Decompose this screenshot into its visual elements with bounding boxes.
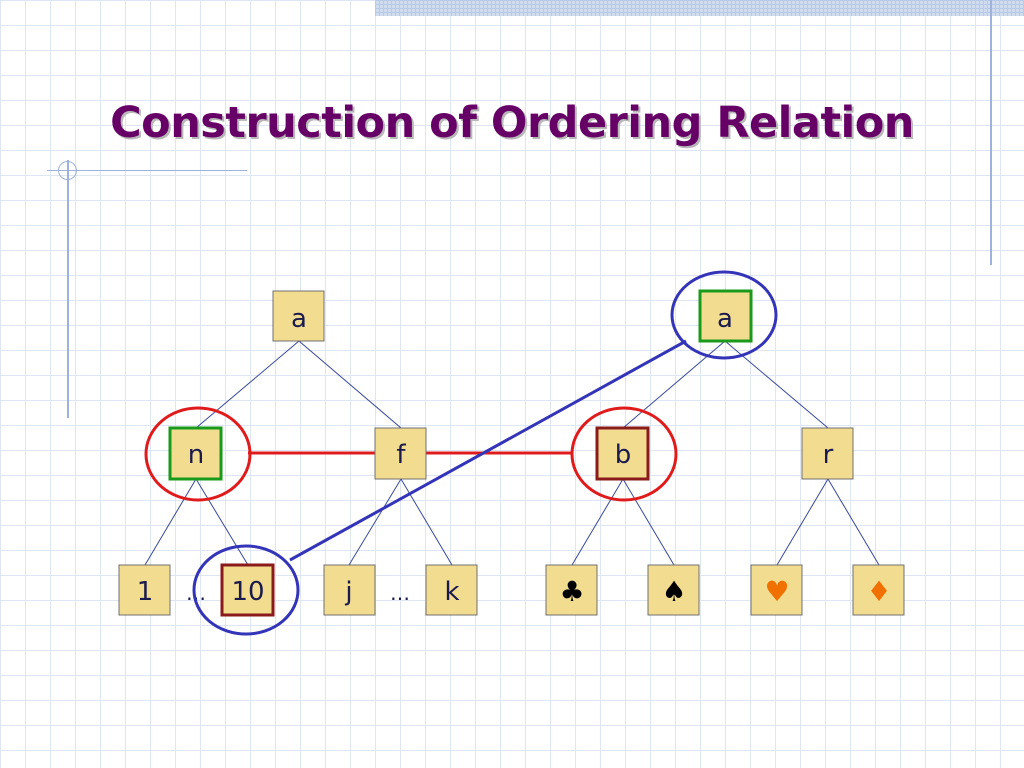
node-k-label: k bbox=[444, 577, 459, 607]
node-k bbox=[425, 564, 478, 616]
edge-n-1 bbox=[144, 478, 197, 566]
node-1-label: 1 bbox=[137, 577, 154, 607]
edge-left-root-n bbox=[195, 340, 300, 429]
highlight-node-right-root bbox=[698, 289, 753, 343]
node-spade bbox=[647, 564, 700, 616]
node-club bbox=[545, 564, 598, 616]
node-10-label: 10 bbox=[231, 577, 264, 607]
highlight-node-n bbox=[168, 426, 223, 481]
node-right-root-label: a bbox=[717, 304, 733, 334]
node-diamond bbox=[852, 564, 905, 616]
decorative-vertical-line-right bbox=[990, 0, 992, 265]
node-j bbox=[323, 564, 376, 616]
decorative-circle bbox=[58, 161, 77, 180]
circle-node-10 bbox=[192, 544, 300, 636]
decorative-vertical-line-left bbox=[67, 160, 69, 418]
club-icon: ♣ bbox=[559, 575, 584, 608]
highlight-node-10 bbox=[220, 563, 275, 617]
node-1 bbox=[118, 564, 171, 616]
edge-n-10 bbox=[195, 478, 249, 566]
ellipsis-middle: … bbox=[390, 581, 410, 605]
edge-f-k bbox=[400, 478, 453, 566]
node-n-label: n bbox=[188, 440, 204, 470]
spade-icon: ♠ bbox=[661, 575, 686, 608]
node-left-root-label: a bbox=[291, 304, 307, 334]
node-r-label: r bbox=[823, 440, 834, 470]
mapping-line-blue bbox=[289, 339, 687, 562]
node-heart bbox=[750, 564, 803, 616]
tree-nodes: a n f 1 … 10 j … k a b r ♣ bbox=[118, 290, 905, 616]
heart-icon: ♥ bbox=[764, 575, 789, 608]
edge-r-diamond bbox=[827, 478, 880, 566]
edge-left-root-f bbox=[298, 340, 402, 429]
edge-right-root-b bbox=[622, 340, 726, 429]
node-f bbox=[374, 427, 427, 480]
node-left-root bbox=[272, 290, 325, 342]
slide-title: Construction of Ordering Relation bbox=[110, 98, 914, 148]
edge-r-heart bbox=[776, 478, 829, 566]
top-decorative-band bbox=[375, 0, 1024, 16]
edge-f-j bbox=[348, 478, 402, 566]
node-r bbox=[801, 427, 854, 480]
edge-b-spade bbox=[622, 478, 675, 566]
node-n bbox=[169, 427, 222, 480]
node-f-label: f bbox=[396, 440, 406, 470]
circle-node-n bbox=[144, 406, 252, 502]
circle-node-b bbox=[570, 406, 678, 502]
node-j-label: j bbox=[344, 577, 352, 607]
node-b-label: b bbox=[615, 440, 632, 470]
edge-right-root-r bbox=[724, 340, 829, 429]
diamond-icon: ♦ bbox=[866, 575, 891, 608]
edge-b-club bbox=[571, 478, 624, 566]
decorative-horizontal-line bbox=[47, 170, 247, 171]
highlight-node-b bbox=[595, 426, 650, 481]
circle-node-right-root bbox=[670, 270, 778, 360]
ellipsis-left: … bbox=[186, 581, 206, 605]
